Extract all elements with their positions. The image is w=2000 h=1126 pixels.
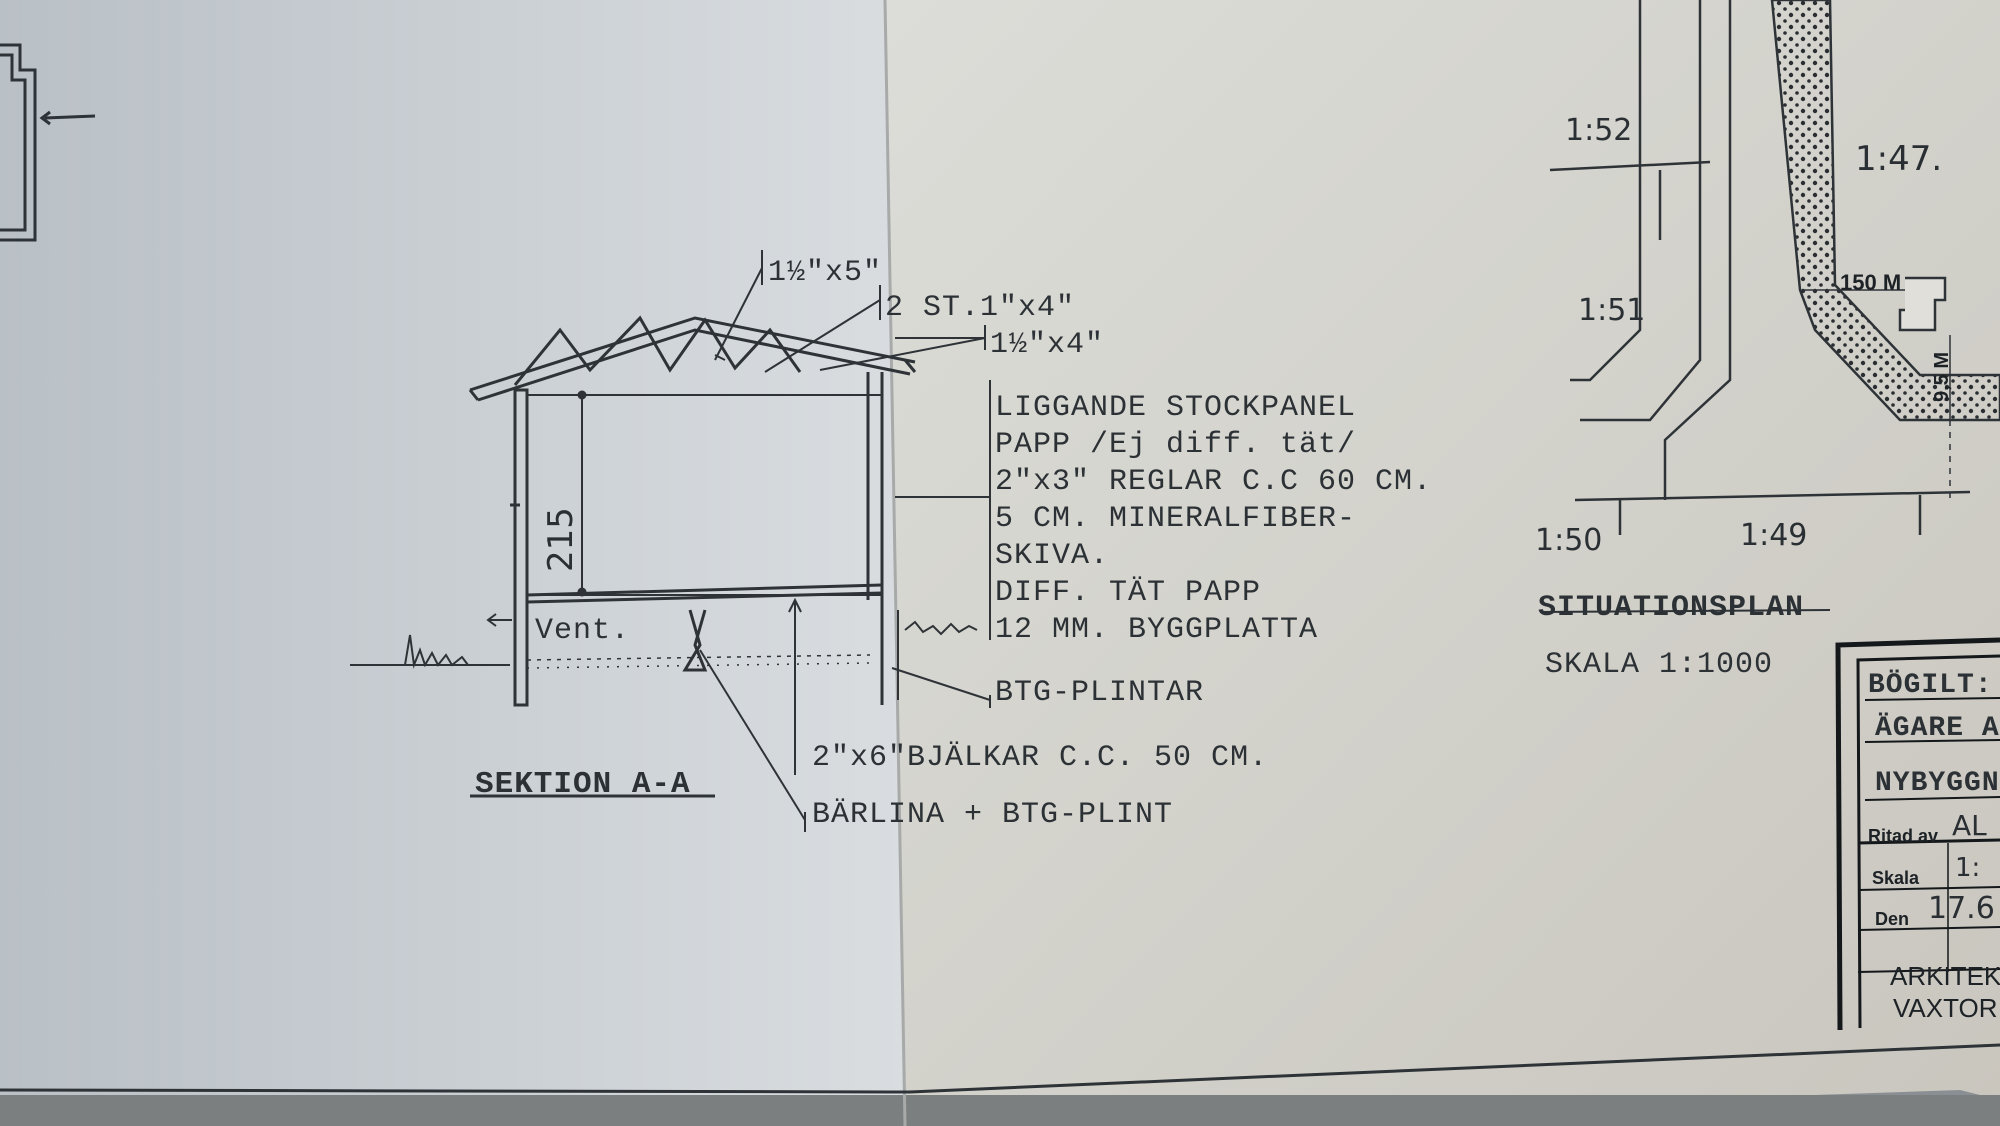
parcel-1-47: 1:47. [1855, 139, 1942, 179]
site-plan-scale: SKALA 1:1000 [1545, 648, 1773, 682]
title-row-2: ÄGARE A [1875, 712, 2000, 744]
height-dimension: 215 [541, 507, 581, 572]
wall-spec-line-5: SKIVA. [995, 539, 1109, 573]
site-plan-title: SITUATIONSPLAN [1538, 591, 1804, 625]
skala-value: 1: [1955, 853, 1980, 883]
dimension-150m: 150 M [1840, 270, 1901, 295]
roof-label-2: 2 ST.1"x4" [885, 291, 1075, 325]
parcel-1-52: 1:52 [1565, 113, 1632, 148]
plintar-label: BTG-PLINTAR [995, 676, 1204, 710]
wall-spec-line-7: 12 MM. BYGGPLATTA [995, 613, 1318, 647]
section-building [350, 315, 978, 707]
bjalkar-label: 2"x6"BJÄLKAR C.C. 50 CM. [812, 741, 1268, 775]
vent-label: Vent. [535, 614, 630, 648]
section-leaders [470, 250, 991, 832]
title-row-3: NYBYGGN [1875, 768, 2000, 799]
wall-spec-line-1: LIGGANDE STOCKPANEL [995, 391, 1356, 425]
skala-label: Skala [1872, 868, 1920, 888]
site-plan-texts: 1:52 1:51 1:50 1:49 1:47. 150 M 9,5 M SI… [1535, 113, 1953, 682]
wall-spec-line-6: DIFF. TÄT PAPP [995, 576, 1261, 610]
footer-line-1: ARKITEK [1890, 961, 2000, 991]
dimension-9-5m: 9,5 M [1931, 352, 1953, 402]
section-title: SEKTION A-A [475, 767, 691, 802]
barlina-label: BÄRLINA + BTG-PLINT [812, 798, 1173, 832]
title-row-1: BÖGILT: [1868, 669, 1993, 701]
roof-label-3: 1½"x4" [990, 328, 1104, 362]
ritad-label: Ritad av [1868, 826, 1938, 846]
site-plan-drawing [1539, 0, 2000, 613]
roof-label-1: 1½"x5" [768, 256, 882, 290]
ritad-value: AL [1952, 809, 1987, 842]
parcel-1-50: 1:50 [1535, 523, 1602, 558]
wall-spec-line-3: 2"x3" REGLAR C.C 60 CM. [995, 465, 1432, 499]
footer-line-2: VAXTOR [1893, 993, 1998, 1023]
section-texts: 1½"x5" 2 ST.1"x4" 1½"x4" LIGGANDE STOCKP… [475, 256, 1432, 832]
wall-spec-line-4: 5 CM. MINERALFIBER- [995, 502, 1356, 536]
parcel-1-49: 1:49 [1740, 518, 1807, 553]
parcel-1-51: 1:51 [1578, 293, 1645, 328]
den-label: Den [1875, 909, 1909, 929]
den-value: 17.6 [1928, 891, 1995, 926]
partial-plan-fragment [0, 43, 96, 242]
wall-spec-line-2: PAPP /Ej diff. tät/ [995, 428, 1356, 462]
title-block: BÖGILT: ÄGARE A NYBYGGN Ritad av AL Skal… [1835, 637, 2000, 1031]
